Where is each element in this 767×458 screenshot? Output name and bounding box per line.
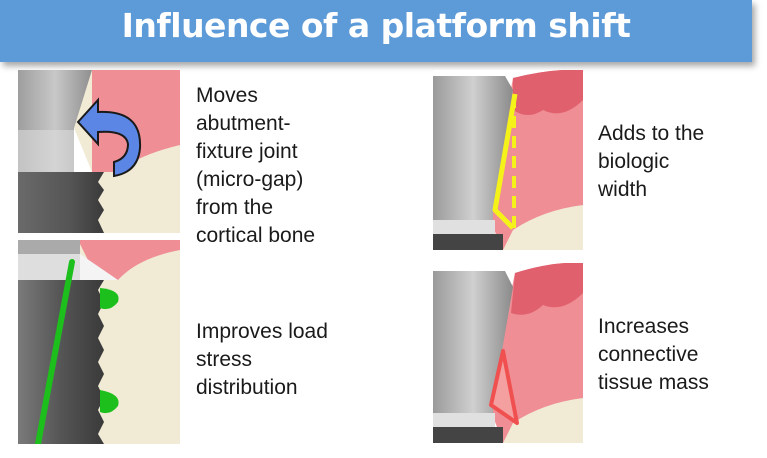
- connective-tissue-triangle-icon: [489, 349, 519, 425]
- load-line-icon: [35, 259, 75, 444]
- micro-gap-caption: Moves abutment- fixture joint (micro-gap…: [196, 84, 316, 247]
- connective-tissue-illustration: [433, 263, 583, 443]
- micro-gap-illustration: [18, 70, 180, 233]
- curved-arrow-icon: [76, 97, 142, 178]
- biologic-width-outline-icon: [492, 93, 518, 230]
- load-stress-caption: Improves load stress distribution: [196, 320, 328, 399]
- biologic-width-illustration: [433, 70, 583, 250]
- connective-tissue-caption: Increases connective tissue mass: [598, 315, 709, 394]
- title-banner: Influence of a platform shift: [0, 0, 752, 62]
- load-stress-illustration: [18, 240, 180, 444]
- biologic-width-caption: Adds to the biologic width: [598, 122, 705, 201]
- slide-title: Influence of a platform shift: [121, 6, 631, 45]
